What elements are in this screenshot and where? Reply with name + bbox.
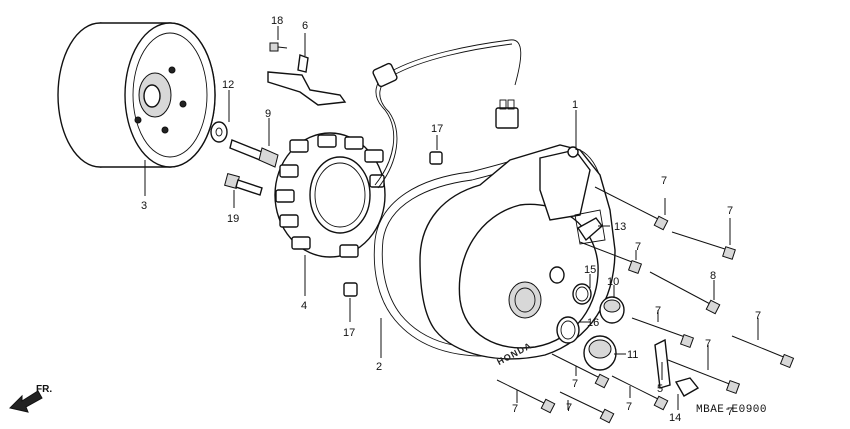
callout-7j: 7 bbox=[566, 402, 572, 414]
callout-1: 1 bbox=[572, 99, 578, 111]
callout-14: 14 bbox=[669, 412, 681, 424]
plug-cap-10 bbox=[599, 285, 625, 324]
callout-7c: 7 bbox=[635, 241, 641, 253]
callout-4: 4 bbox=[301, 300, 307, 312]
washer-part bbox=[210, 90, 230, 143]
callout-7f: 7 bbox=[705, 338, 711, 350]
o-ring-15 bbox=[572, 274, 592, 305]
callout-6: 6 bbox=[302, 20, 308, 32]
callout-7e: 7 bbox=[755, 310, 761, 322]
callout-3: 3 bbox=[141, 200, 147, 212]
callout-7k: 7 bbox=[727, 406, 733, 418]
cover-bolts bbox=[496, 186, 795, 424]
callout-13: 13 bbox=[614, 221, 626, 233]
callout-2: 2 bbox=[376, 361, 382, 373]
callout-8: 8 bbox=[710, 270, 716, 282]
dowel-pin-upper bbox=[429, 135, 443, 165]
bolt-part-9 bbox=[229, 118, 279, 168]
wire-harness bbox=[372, 39, 522, 189]
callout-9: 9 bbox=[265, 108, 271, 120]
cable-clamp-13 bbox=[576, 217, 610, 242]
dowel-pin-lower bbox=[343, 282, 358, 322]
stator-part bbox=[274, 132, 386, 296]
diagram-code: MBAE-E0900 bbox=[696, 404, 767, 416]
o-ring-16 bbox=[556, 316, 590, 344]
callout-7a: 7 bbox=[661, 175, 667, 187]
callout-11: 11 bbox=[627, 349, 638, 361]
callout-5: 5 bbox=[657, 383, 663, 395]
callout-18: 18 bbox=[271, 15, 283, 27]
callout-7h: 7 bbox=[626, 401, 632, 413]
callout-7i: 7 bbox=[512, 403, 518, 415]
callout-17a: 17 bbox=[431, 123, 443, 135]
flywheel-part bbox=[57, 22, 216, 196]
wire-clamp-part bbox=[267, 33, 347, 106]
callout-7d: 7 bbox=[655, 305, 661, 317]
direction-label: FR. bbox=[36, 384, 52, 395]
front-direction-arrow: FR. bbox=[9, 384, 52, 413]
bracket-part-5 bbox=[654, 338, 671, 389]
callout-17b: 17 bbox=[343, 327, 355, 339]
callout-labels: 1 2 3 4 5 6 7 7 7 7 7 7 7 7 7 7 7 8 9 10… bbox=[141, 15, 761, 424]
callout-19: 19 bbox=[227, 213, 239, 225]
callout-7b: 7 bbox=[727, 205, 733, 217]
plug-cap-11 bbox=[583, 335, 626, 371]
callout-16: 16 bbox=[587, 317, 599, 329]
bolt-part-18 bbox=[269, 26, 288, 52]
callout-15: 15 bbox=[584, 264, 596, 276]
cable-clamp-14 bbox=[674, 377, 700, 410]
callout-12: 12 bbox=[222, 79, 234, 91]
callout-7g: 7 bbox=[572, 378, 578, 390]
callout-10: 10 bbox=[607, 276, 619, 288]
bolt-part-19 bbox=[224, 173, 263, 208]
